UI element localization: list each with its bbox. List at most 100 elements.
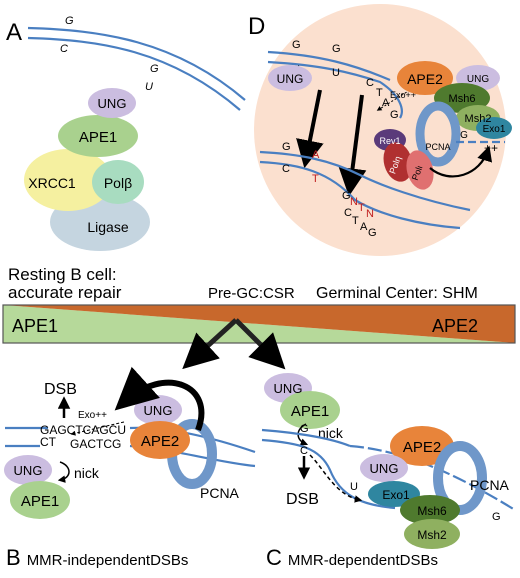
base-g: G bbox=[368, 227, 377, 239]
base-n: N bbox=[350, 196, 358, 208]
panel-c-letter: C bbox=[266, 545, 282, 570]
ape2-protein bbox=[390, 426, 454, 466]
panel-d: D G U G U C T A G Exo++ UNG APE2 UNG Msh… bbox=[248, 4, 512, 256]
dna-strand-top bbox=[267, 50, 391, 82]
dna-strand-top bbox=[27, 26, 246, 101]
ung-label: UNG bbox=[98, 96, 127, 111]
ape2-gradient-label: APE2 bbox=[432, 316, 478, 336]
panel-a: A G C G U UNG APE1 XRCC1 Polβ Ligase bbox=[6, 15, 246, 251]
ape1-label: APE1 bbox=[79, 129, 117, 146]
base-g: G bbox=[492, 511, 501, 523]
nick-label: nick bbox=[74, 465, 100, 481]
base-c: C bbox=[282, 163, 290, 175]
pol-eta-protein bbox=[383, 142, 413, 182]
base-g: G bbox=[292, 39, 301, 51]
pcna-label: PCNA bbox=[200, 485, 240, 501]
base-a: A bbox=[360, 221, 368, 233]
panel-b: DSB GAGCTCAGCU CT GACTCG Exo++ UNG APE2 … bbox=[4, 366, 256, 570]
msh6-protein bbox=[400, 495, 460, 525]
ape2-protein bbox=[397, 61, 453, 95]
ape1-protein bbox=[58, 115, 138, 157]
nick-label: nick bbox=[318, 425, 344, 441]
base-u: U bbox=[350, 481, 358, 493]
dna-strand-bottom bbox=[27, 36, 241, 111]
g-label: G bbox=[460, 130, 468, 141]
ape2-label: APE2 bbox=[141, 433, 179, 450]
base-t: T bbox=[358, 202, 365, 214]
base-g: G bbox=[65, 15, 74, 27]
ung-label: UNG bbox=[277, 72, 304, 86]
msh2-label: Msh2 bbox=[417, 528, 447, 542]
ape2-gradient bbox=[3, 305, 515, 343]
ung-label: UNG bbox=[370, 461, 399, 476]
ung-label: UNG bbox=[14, 463, 43, 478]
exo1-label: Exo1 bbox=[483, 124, 506, 135]
branch-arrow-left bbox=[182, 318, 238, 370]
rev1-label: Rev1 bbox=[379, 136, 400, 146]
fork-base-c: C bbox=[366, 77, 374, 89]
msh6-label: Msh6 bbox=[417, 504, 447, 518]
base-a: A bbox=[312, 149, 320, 161]
fork-base-t: T bbox=[376, 87, 383, 99]
dna-strand-bottom bbox=[259, 160, 461, 230]
ung-label: UNG bbox=[274, 381, 303, 396]
base-c: C bbox=[60, 43, 68, 55]
base-g: G bbox=[342, 190, 351, 202]
ung-label: UNG bbox=[144, 403, 173, 418]
panel-d-letter: D bbox=[248, 13, 265, 40]
dna-strand-bottom bbox=[261, 438, 396, 510]
base-g: G bbox=[282, 141, 291, 153]
ape1-label: APE1 bbox=[291, 403, 329, 420]
panel-c-caption: C MMR-dependentDSBs bbox=[266, 545, 438, 570]
curved-arrow bbox=[114, 366, 205, 432]
resting-label-2: accurate repair bbox=[8, 283, 122, 302]
exo1-protein bbox=[476, 117, 512, 139]
caption-text: MMR-dependentDSBs bbox=[288, 552, 438, 569]
xrcc1-label: XRCC1 bbox=[28, 175, 76, 191]
bottom-seq-2: GACTCG bbox=[70, 437, 121, 451]
branch-arrow-right bbox=[234, 318, 286, 370]
polb-protein bbox=[92, 160, 144, 204]
mutation-arrow bbox=[296, 89, 324, 169]
panel-c: UNG APE1 nick G C U G DSB APE2 UNG PCNA … bbox=[261, 373, 516, 570]
base-c: C bbox=[344, 207, 352, 219]
base-t: T bbox=[352, 215, 359, 227]
dna-strand-top bbox=[261, 428, 351, 448]
ape2-protein bbox=[130, 421, 190, 459]
cell-state-gradient: Resting B cell: accurate repair Pre-GC:C… bbox=[2, 265, 516, 370]
dsb-label: DSB bbox=[44, 381, 77, 398]
bottom-seq-1: CT bbox=[40, 435, 57, 449]
exo1-label: Exo1 bbox=[382, 488, 410, 502]
msh2-protein bbox=[404, 519, 460, 549]
base-g: G bbox=[300, 423, 309, 435]
ligase-label: Ligase bbox=[87, 219, 128, 235]
ape1-label: APE1 bbox=[21, 493, 59, 510]
resting-label: Resting B cell: bbox=[8, 265, 117, 284]
pcna-clamp bbox=[415, 101, 461, 167]
polb-label: Polβ bbox=[104, 175, 132, 191]
plus-label: ++ bbox=[484, 141, 498, 155]
fork-base-a: A bbox=[382, 97, 390, 109]
base-u: U bbox=[145, 81, 153, 93]
ung-protein bbox=[88, 88, 136, 118]
dna-strand-bottom bbox=[267, 60, 403, 119]
ung-protein-left bbox=[268, 65, 312, 91]
base-u: U bbox=[332, 67, 340, 79]
fork-base-g: G bbox=[390, 109, 399, 121]
panel-b-letter: B bbox=[6, 545, 21, 570]
base-c: C bbox=[300, 445, 308, 457]
dna-strand-top bbox=[259, 150, 471, 212]
caption-text: MMR-independentDSBs bbox=[27, 552, 189, 569]
ape2-label: APE2 bbox=[407, 71, 443, 87]
exo-label: Exo++ bbox=[390, 90, 416, 100]
ape1-gradient-label: APE1 bbox=[12, 316, 58, 336]
pcna-label: PCNA bbox=[425, 142, 450, 152]
ung-protein bbox=[360, 454, 408, 482]
base-g: G bbox=[332, 43, 341, 55]
dsb-label: DSB bbox=[286, 491, 319, 508]
nick-arrow bbox=[57, 461, 70, 483]
germinal-center-label: Germinal Center: SHM bbox=[316, 285, 478, 302]
pol-iota-label: Polι bbox=[410, 164, 425, 182]
panel-a-letter: A bbox=[6, 19, 22, 46]
